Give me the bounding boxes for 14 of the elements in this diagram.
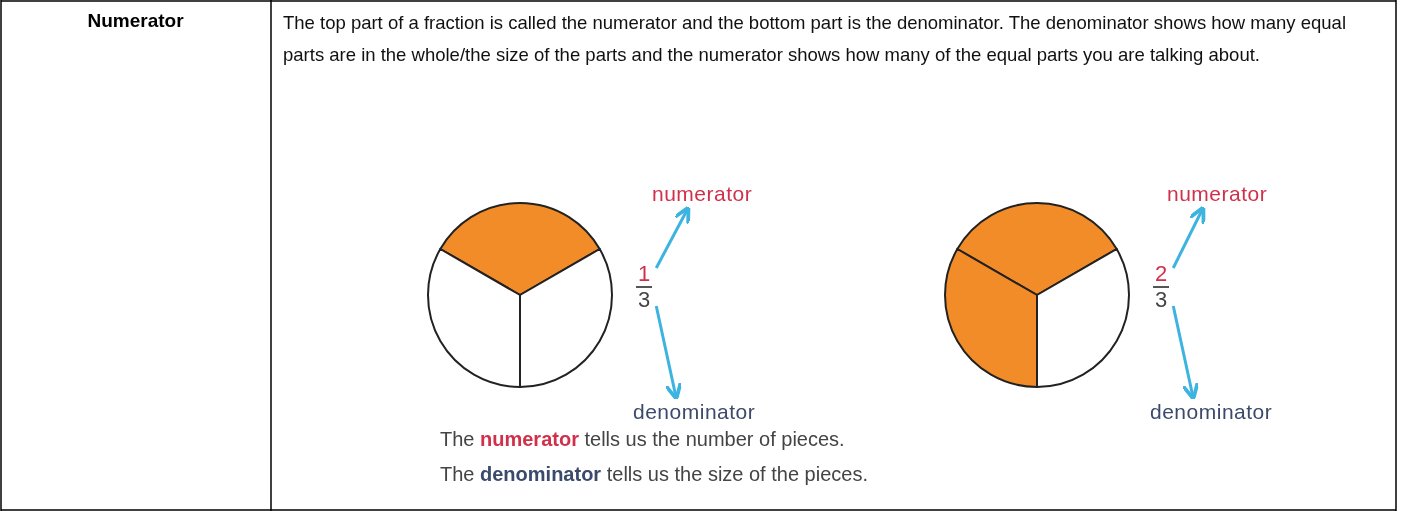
- arrow: [1171, 305, 1200, 401]
- description-paragraph: The top part of a fraction is called the numerator and the bottom part is the denominator. The denominator shows how many equal parts are in the whole/the size of the parts and the numerator shows how many of the equal parts you are talking about.: [283, 11, 1347, 67]
- numerator-label: numerator: [652, 182, 753, 206]
- arrow: [654, 205, 691, 269]
- fraction: 2 3: [1153, 262, 1170, 312]
- numerator-label: numerator: [1167, 182, 1268, 206]
- denominator-label: denominator: [1150, 400, 1273, 424]
- denominator-label: denominator: [633, 400, 756, 424]
- arrow: [654, 305, 683, 401]
- arrow: [1171, 205, 1206, 269]
- explanation-sentence: The denominator tells us the size of the pieces.: [440, 463, 869, 486]
- fraction: 1 3: [636, 262, 653, 312]
- explanation-sentence: The numerator tells us the number of pieces.: [440, 428, 846, 451]
- row-heading: Numerator: [86, 10, 185, 32]
